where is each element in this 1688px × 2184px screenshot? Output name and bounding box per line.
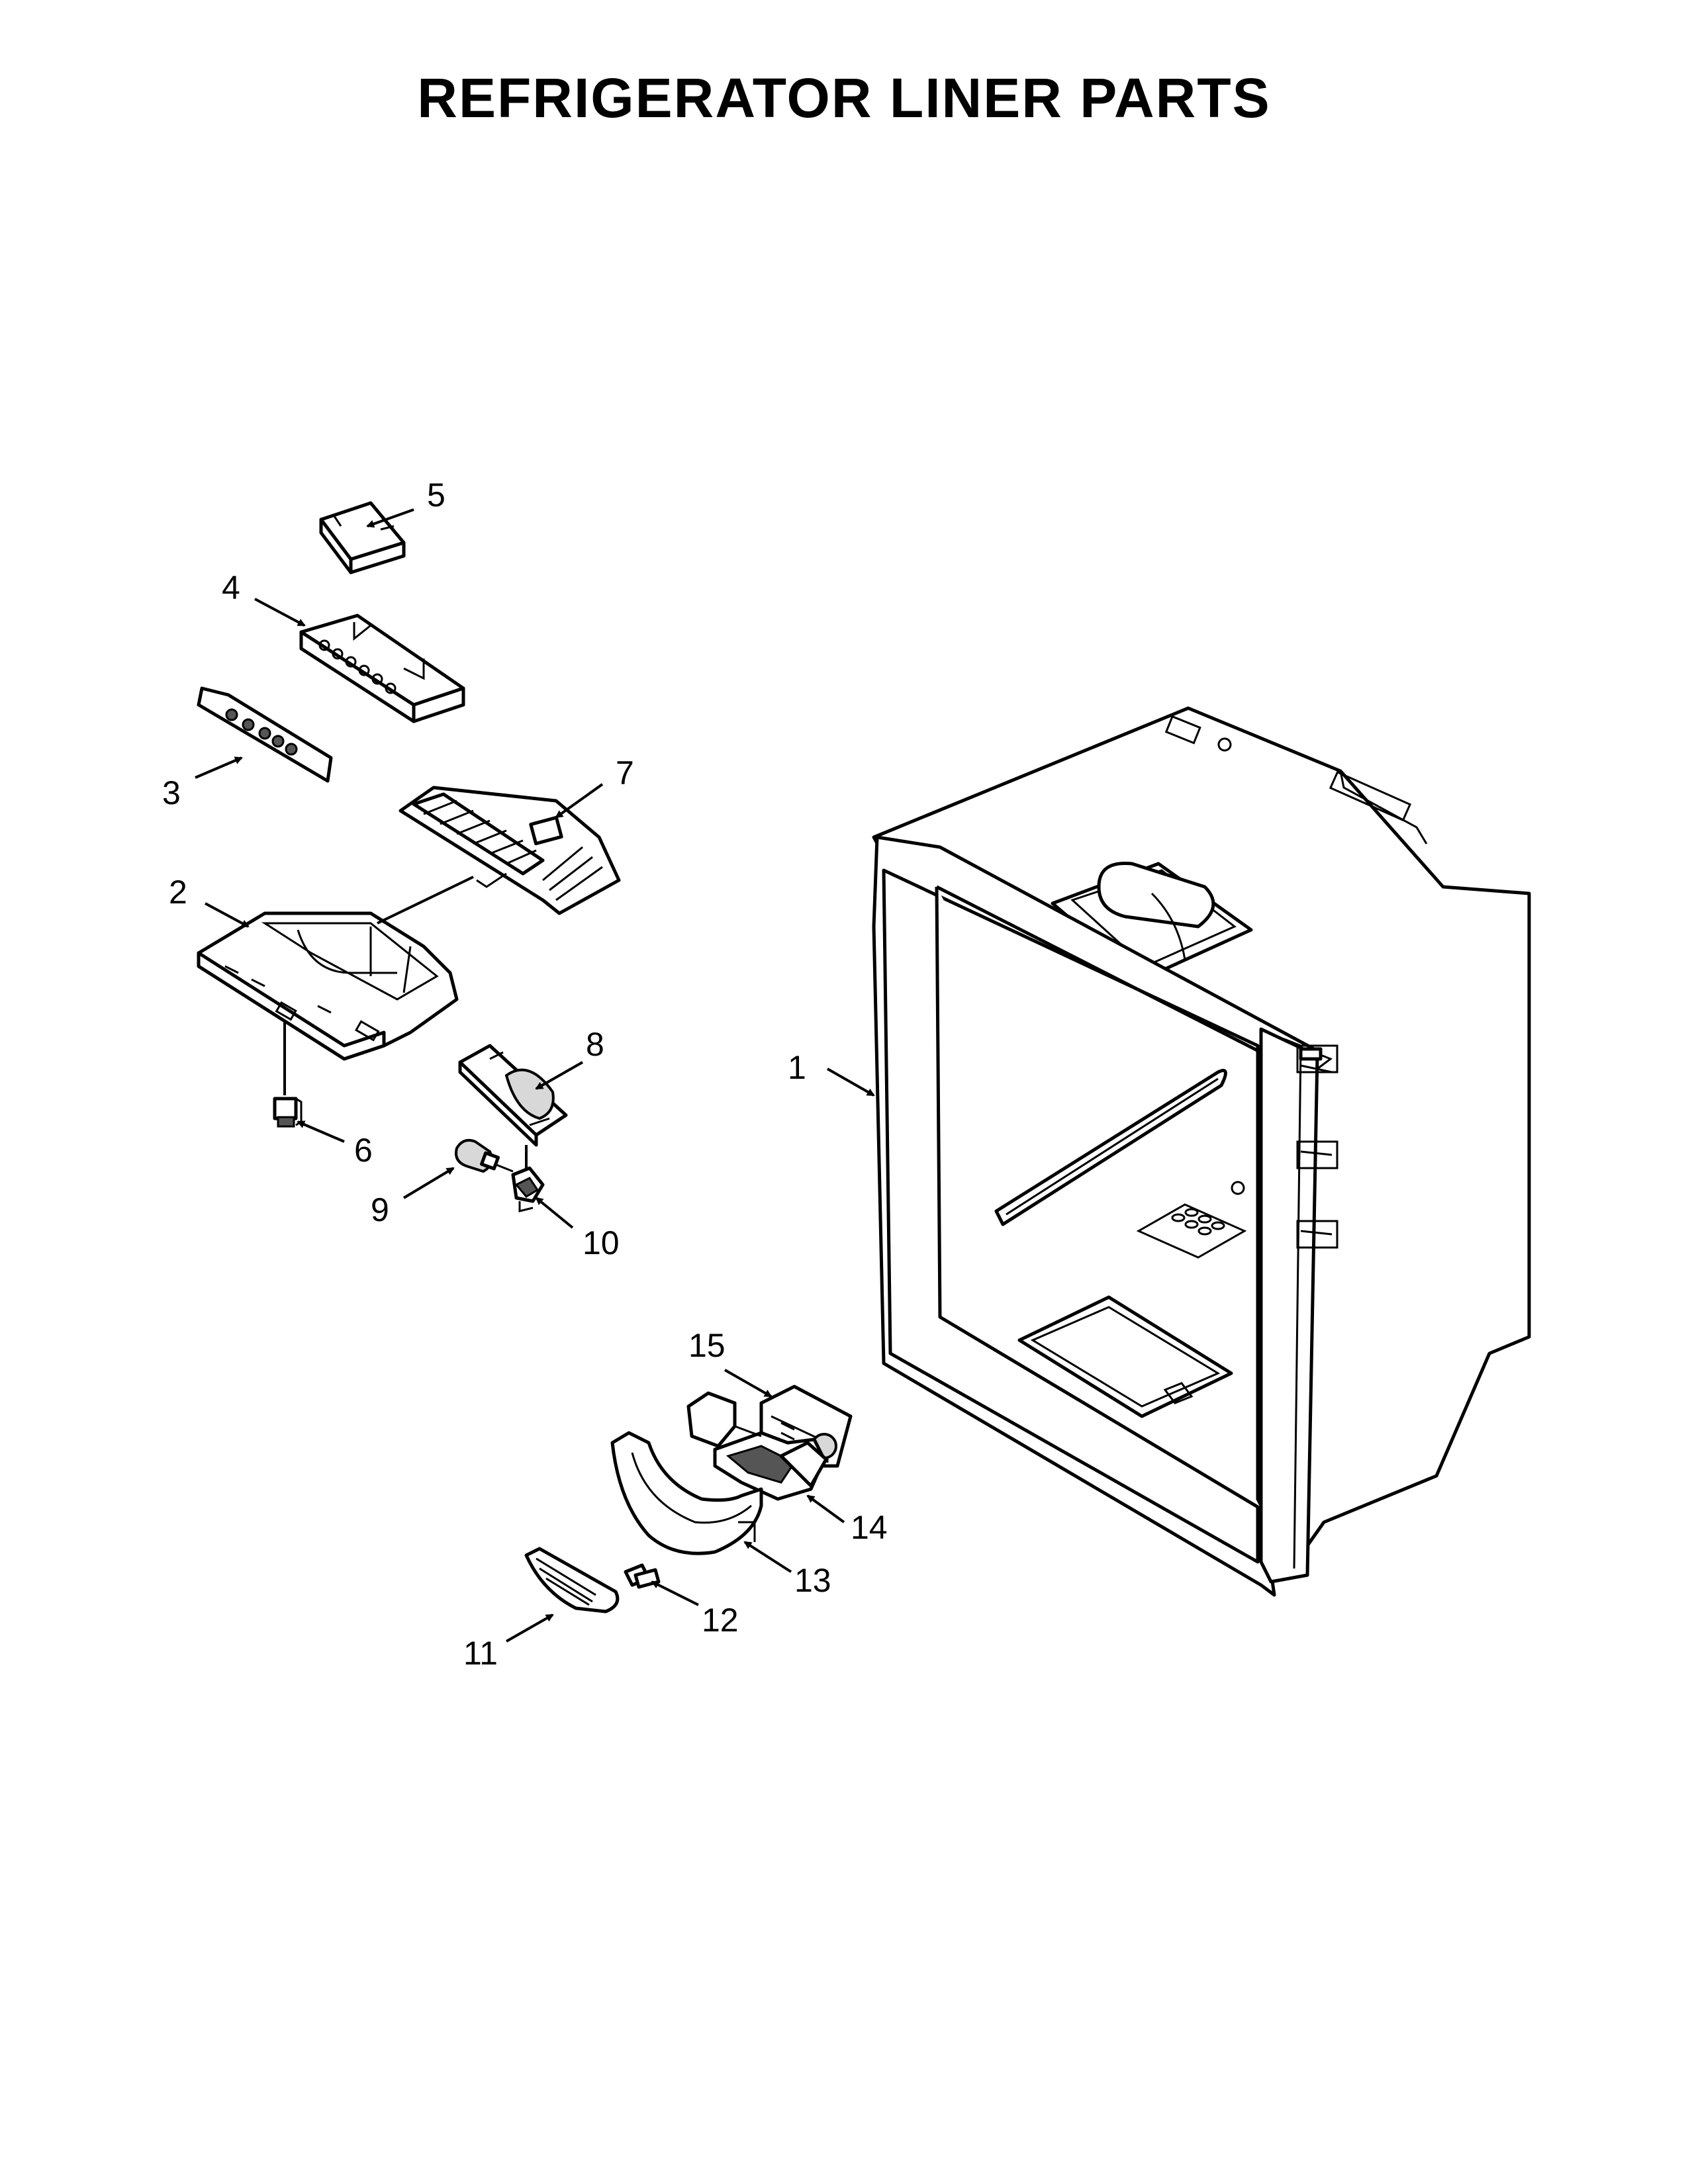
callout-9: 9 xyxy=(371,1191,389,1228)
callout-13: 13 xyxy=(794,1562,831,1599)
callout-7: 7 xyxy=(616,754,634,792)
assembly-line-7-2 xyxy=(377,876,474,925)
part-10-light-socket[interactable] xyxy=(511,1166,545,1212)
page-title: REFRIGERATOR LINER PARTS xyxy=(417,67,1271,129)
callout-4: 4 xyxy=(222,569,240,606)
part-13-dispenser-bezel[interactable] xyxy=(610,1431,763,1555)
part-4-control-housing[interactable] xyxy=(299,614,465,723)
callout-1: 1 xyxy=(788,1049,806,1086)
leader-lines xyxy=(195,508,875,1643)
part-14-actuator[interactable] xyxy=(686,1391,828,1501)
callout-15: 15 xyxy=(688,1327,726,1364)
part-9-light-bulb[interactable] xyxy=(455,1139,514,1173)
callout-14: 14 xyxy=(851,1509,888,1546)
part-5-bracket[interactable] xyxy=(319,501,406,574)
callout-11: 11 xyxy=(463,1635,498,1672)
part-11-trim[interactable] xyxy=(524,1547,620,1614)
callout-12: 12 xyxy=(702,1602,739,1639)
part-1-liner[interactable] xyxy=(872,706,1531,1597)
part-7-light-cover[interactable] xyxy=(399,786,621,915)
part-8-light-housing[interactable] xyxy=(458,1044,568,1147)
part-2-control-tray[interactable] xyxy=(197,911,459,1061)
callout-2: 2 xyxy=(169,874,187,911)
callout-labels: 1 2 3 4 5 6 7 8 9 10 11 12 13 14 15 xyxy=(162,477,888,1672)
part-6-switch[interactable] xyxy=(273,1097,303,1128)
part-3-label-strip[interactable] xyxy=(197,686,333,783)
callout-6: 6 xyxy=(354,1132,373,1169)
callout-8: 8 xyxy=(586,1026,604,1063)
callout-3: 3 xyxy=(162,774,181,811)
callout-10: 10 xyxy=(583,1224,620,1261)
callout-5: 5 xyxy=(427,477,445,514)
